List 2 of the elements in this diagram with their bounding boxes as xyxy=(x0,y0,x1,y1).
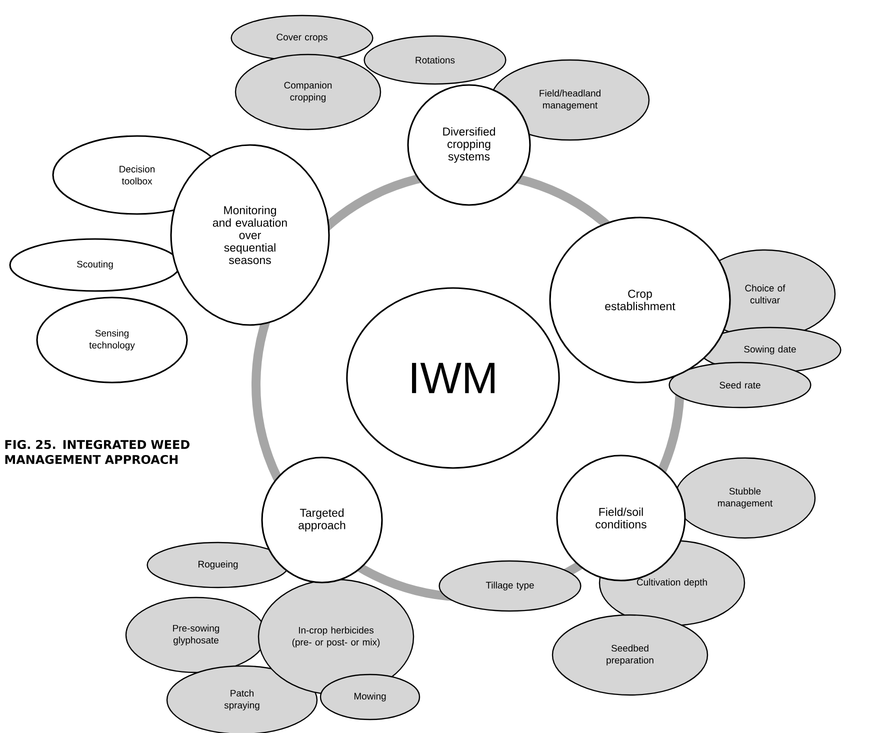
caption: FIG. 25. INTEGRATED WEED MANAGEMENT APPROACH xyxy=(5,440,190,464)
node-label: Patch spraying xyxy=(224,690,260,710)
